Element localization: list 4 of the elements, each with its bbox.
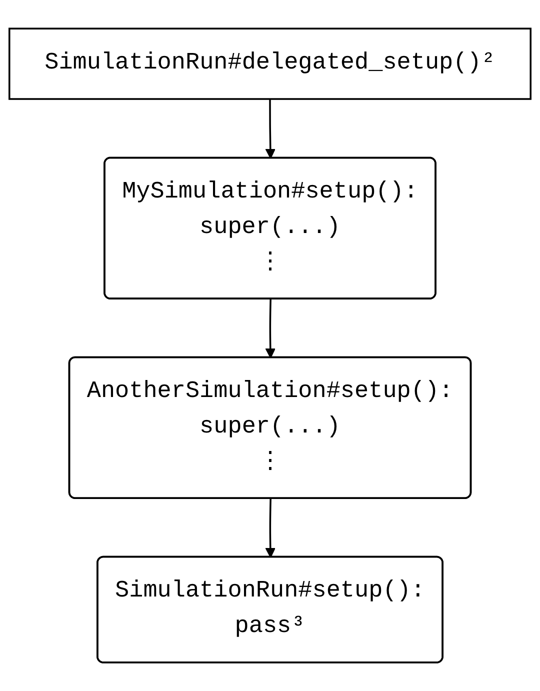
arrow bbox=[265, 99, 276, 159]
arrow bbox=[265, 498, 276, 558]
node-box: SimulationRun#delegated_setup()² bbox=[8, 28, 532, 100]
arrow bbox=[265, 299, 276, 358]
